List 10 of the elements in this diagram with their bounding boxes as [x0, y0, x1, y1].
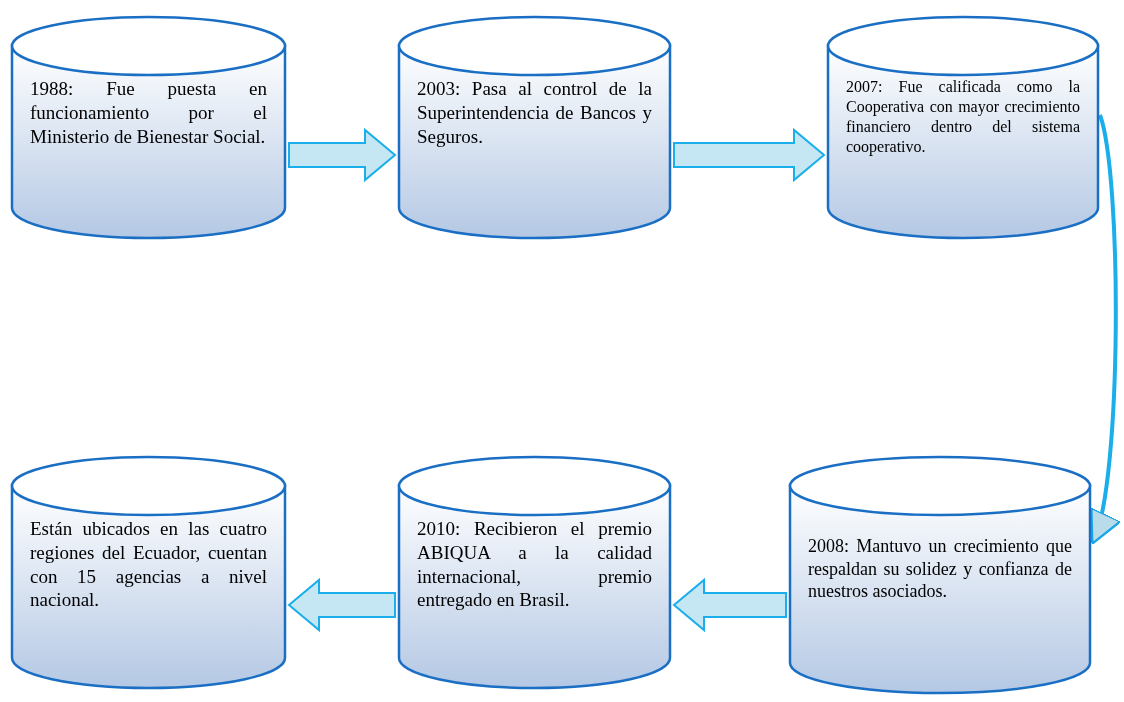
node-text: 2003: Pasa al control de la Superintendencia de Bancos y Seguros. [417, 77, 652, 149]
node-text: 2008: Mantuvo un crecimiento que respaldan su solidez y confianza de nuestros asociados. [808, 535, 1072, 603]
node-text: 2010: Recibieron el premio ABIQUA a la calidad internacional, premio entregado en Brasil. [417, 517, 652, 612]
node-text: Están ubicados en las cuatro regiones del Ecuador, cuentan con 15 agencias a nivel nacional. [30, 517, 267, 612]
node-text: 1988: Fue puesta en funcionamiento por el Ministerio de Bienestar Social. [30, 77, 267, 149]
block-arrow [672, 577, 787, 633]
node-text: 2007: Fue calificada como la Cooperativa con mayor crecimiento financiero dentro del sistema cooperativo. [846, 77, 1080, 157]
block-arrow [673, 127, 826, 183]
block-arrow [287, 577, 396, 633]
block-arrow [288, 127, 397, 183]
